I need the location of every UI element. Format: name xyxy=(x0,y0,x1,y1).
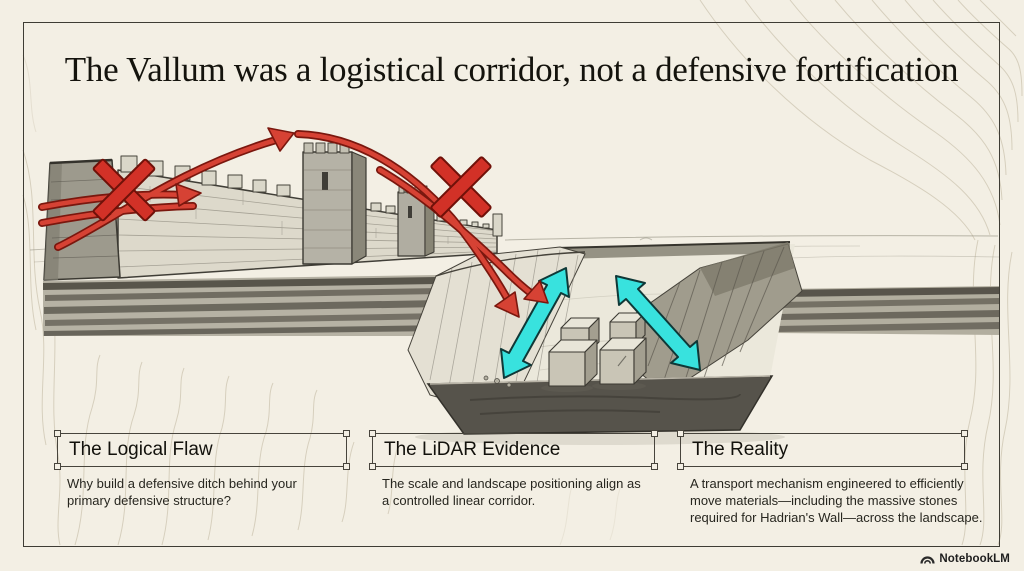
card-title-box: The Reality xyxy=(677,430,968,470)
card-title: The LiDAR Evidence xyxy=(384,439,561,460)
corner-handle xyxy=(343,463,350,470)
stone-blocks xyxy=(541,312,647,392)
corner-handle xyxy=(961,430,968,437)
notebooklm-logo-icon xyxy=(920,556,935,564)
corner-handle xyxy=(677,463,684,470)
corner-handle xyxy=(369,430,376,437)
border-frame xyxy=(23,22,1000,547)
stone-block xyxy=(548,339,598,387)
transport-flow-arrows xyxy=(500,267,701,379)
flow-arrow-left xyxy=(500,267,570,379)
corner-handle xyxy=(369,463,376,470)
watermark-label: NotebookLM xyxy=(939,553,1010,565)
notebooklm-watermark: NotebookLM xyxy=(920,553,1010,565)
flow-arrow-right xyxy=(615,275,701,371)
corner-handle xyxy=(651,463,658,470)
corner-handle xyxy=(54,463,61,470)
hadrians-wall-sketch xyxy=(43,142,503,281)
card-title: The Logical Flaw xyxy=(69,439,213,460)
card-lidar-evidence: The LiDAR Evidence The scale and landsca… xyxy=(369,430,682,509)
arrowhead xyxy=(175,183,202,207)
arrowhead xyxy=(267,127,295,152)
corner-handle xyxy=(343,430,350,437)
soil-strata-right xyxy=(775,286,1000,335)
corner-handle xyxy=(651,430,658,437)
cross-mark-right xyxy=(430,156,492,218)
card-title-box: The Logical Flaw xyxy=(54,430,350,470)
card-title: The Reality xyxy=(692,439,789,460)
arrowhead xyxy=(523,280,549,304)
corner-handle xyxy=(54,430,61,437)
corner-handle xyxy=(677,430,684,437)
card-logical-flaw: The Logical Flaw Why build a defensive d… xyxy=(54,430,377,509)
card-reality: The Reality A transport mechanism engine… xyxy=(677,430,1008,526)
card-title-box: The LiDAR Evidence xyxy=(369,430,658,470)
card-body: A transport mechanism engineered to effi… xyxy=(690,476,983,525)
cross-mark-left xyxy=(92,158,156,222)
soil-strata-left xyxy=(43,275,449,336)
stone-block xyxy=(599,337,647,385)
arrowhead xyxy=(494,291,520,318)
card-body: Why build a defensive ditch behind your … xyxy=(67,476,297,508)
corner-handle xyxy=(961,463,968,470)
card-body: The scale and landscape positioning alig… xyxy=(382,476,641,508)
page-title: The Vallum was a logistical corridor, no… xyxy=(64,50,959,89)
